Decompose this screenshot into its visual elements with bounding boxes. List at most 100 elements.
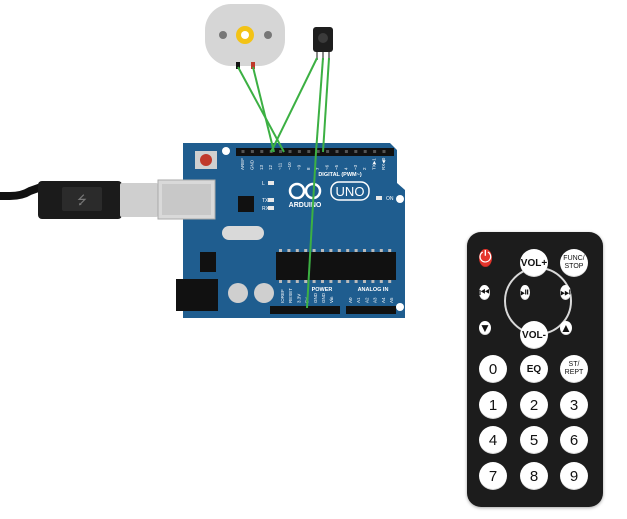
chip-pin xyxy=(304,280,308,283)
chip-pin xyxy=(346,280,350,283)
header-pin[interactable] xyxy=(241,150,245,153)
chip-pin xyxy=(363,280,366,283)
chip-pin xyxy=(371,280,375,283)
remote-button-up[interactable]: ▲ xyxy=(560,321,572,335)
header-pin-label: 4 xyxy=(343,167,348,170)
header-pin[interactable] xyxy=(354,150,358,153)
wire-motor-b xyxy=(252,66,275,153)
header-pin[interactable] xyxy=(316,150,320,153)
wires xyxy=(237,57,330,309)
header-pin[interactable] xyxy=(288,150,292,153)
header-pin[interactable] xyxy=(250,150,254,153)
chip-pin xyxy=(346,249,350,252)
chip-pin xyxy=(329,249,333,252)
chip-pin xyxy=(287,249,291,252)
header-pin-label: AREF xyxy=(240,158,245,170)
chip-pin xyxy=(363,249,366,252)
dc-motor[interactable] xyxy=(205,4,285,69)
reset-button[interactable] xyxy=(200,154,212,166)
chip-pin xyxy=(287,280,291,283)
header-pin[interactable] xyxy=(335,150,339,153)
remote-button-eight[interactable]: 8 xyxy=(520,462,548,490)
chip-pin xyxy=(304,249,308,252)
usb-icon: ⭍ xyxy=(77,193,87,207)
header-pin[interactable] xyxy=(382,150,386,153)
chip-pin xyxy=(354,280,358,283)
remote-button-four[interactable]: 4 xyxy=(479,426,507,454)
remote-button-func-stop[interactable]: FUNC/ STOP xyxy=(560,249,588,277)
capacitor-2 xyxy=(254,283,274,303)
chip-pin xyxy=(337,249,341,252)
chip-pin xyxy=(279,280,282,283)
on-label: ON xyxy=(386,196,394,202)
remote-button-zero[interactable]: 0 xyxy=(479,355,507,383)
remote-button-power[interactable]: ⏻ xyxy=(479,249,492,267)
bottom-pin-label: IOREF xyxy=(280,289,285,303)
wire-ir-vcc xyxy=(322,57,330,153)
board-model: UNO xyxy=(336,184,365,199)
header-pin[interactable] xyxy=(373,150,377,153)
led-l-label: L xyxy=(262,181,265,187)
chip-pin xyxy=(371,249,375,252)
header-pin-label: ~10 xyxy=(287,162,292,170)
capacitor-1 xyxy=(228,283,248,303)
bottom-pin-label: RESET xyxy=(288,288,293,303)
remote-button-seven[interactable]: 7 xyxy=(479,462,507,490)
power-jack[interactable] xyxy=(176,279,218,311)
bottom-pin-label: 3.3V xyxy=(296,294,301,303)
chip-pin xyxy=(388,249,392,252)
chip-pin xyxy=(321,280,324,283)
bottom-pin-label: A0 xyxy=(348,297,353,303)
remote-button-vol-down[interactable]: VOL- xyxy=(520,321,548,349)
remote-button-eq[interactable]: EQ xyxy=(520,355,548,383)
chip-pin xyxy=(329,280,333,283)
usb-chip xyxy=(238,196,254,212)
bottom-pin-label: GND xyxy=(313,292,318,303)
remote-button-nine[interactable]: 9 xyxy=(560,462,588,490)
remote-button-play-pause[interactable]: ⏯ xyxy=(520,285,530,300)
bottom-pin-label: A3 xyxy=(373,297,378,303)
header-pin-label: GND xyxy=(249,159,254,170)
remote-button-st-rept[interactable]: ST/ REPT xyxy=(560,355,588,383)
usb-cable: ⭍ xyxy=(0,181,170,219)
remote-button-vol-up[interactable]: VOL+ xyxy=(520,249,548,277)
chip-pin xyxy=(321,249,324,252)
header-pin[interactable] xyxy=(326,150,330,153)
chip-pin xyxy=(295,249,299,252)
atmega-chip xyxy=(276,252,396,280)
header-pin[interactable] xyxy=(344,150,348,153)
bottom-pin-label: GND xyxy=(321,292,326,303)
remote-button-five[interactable]: 5 xyxy=(520,426,548,454)
chip-pin xyxy=(337,280,341,283)
remote-button-one[interactable]: 1 xyxy=(479,391,507,419)
header-pin[interactable] xyxy=(307,150,311,153)
wire-ir-out xyxy=(270,57,318,153)
wire-ir-gnd xyxy=(306,151,317,309)
remote-button-next[interactable]: ⏭ xyxy=(560,285,571,300)
header-pin-label: RX◀0 xyxy=(381,157,386,170)
wire-ir-gnd-top xyxy=(315,57,324,153)
wire-motor-a xyxy=(237,66,285,153)
header-pin-label: 2 xyxy=(362,167,367,170)
remote-button-two[interactable]: 2 xyxy=(520,391,548,419)
header-pin[interactable] xyxy=(297,150,301,153)
remote-button-three[interactable]: 3 xyxy=(560,391,588,419)
header-pin[interactable] xyxy=(279,150,283,153)
header-pin-label: 13 xyxy=(259,164,264,170)
header-pin[interactable] xyxy=(260,150,264,153)
remote-button-down[interactable]: ▼ xyxy=(479,321,491,335)
header-pin[interactable] xyxy=(363,150,367,153)
remote-button-six[interactable]: 6 xyxy=(560,426,588,454)
chip-pin xyxy=(312,280,316,283)
regulator xyxy=(200,252,216,272)
header-pin-label: 8 xyxy=(306,167,311,170)
header-pin-label: ~11 xyxy=(278,162,283,170)
bottom-pin-label: A4 xyxy=(381,297,386,303)
bottom-pin-label: A5 xyxy=(389,297,394,303)
bottom-pin-label: Vin xyxy=(329,296,334,303)
remote-button-prev[interactable]: ⏮ xyxy=(479,285,490,300)
bottom-pin-label: A1 xyxy=(356,297,361,303)
ir-receiver[interactable] xyxy=(313,27,333,60)
